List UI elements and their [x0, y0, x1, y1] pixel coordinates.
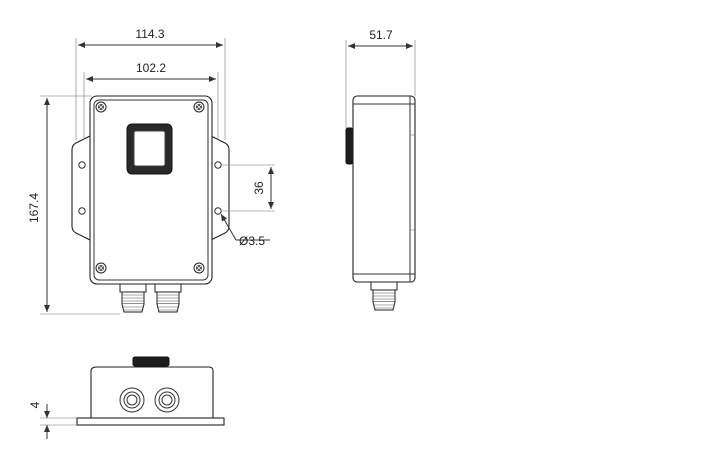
corner-screw-icon	[193, 101, 205, 113]
side-switch-tab	[345, 127, 354, 165]
dimension-hole-spacing: 36	[252, 181, 266, 195]
right-mount-hole-bottom	[214, 207, 222, 215]
bottom-gland-left	[119, 387, 145, 413]
bottom-body	[90, 366, 214, 419]
dimension-depth: 51.7	[369, 28, 393, 42]
corner-screw-icon	[95, 262, 107, 274]
dimension-inner-width: 102.2	[136, 61, 166, 75]
cable-gland-right	[154, 283, 182, 313]
switch-rocker	[133, 130, 166, 167]
right-mount-hole-top	[214, 161, 222, 169]
side-dimensions: 51.7	[345, 28, 416, 128]
left-mount-hole-top	[78, 161, 86, 169]
bottom-dimensions: 4	[28, 401, 77, 439]
left-mounting-flange	[71, 134, 93, 242]
side-cable-gland	[370, 281, 398, 311]
cable-gland-left	[119, 283, 147, 313]
bottom-view	[76, 356, 225, 426]
front-view	[71, 95, 230, 313]
side-view	[345, 95, 416, 311]
leader-hole-diameter	[220, 213, 237, 241]
corner-screw-icon	[193, 262, 205, 274]
corner-screw-icon	[95, 101, 107, 113]
dimension-height: 167.4	[27, 193, 41, 223]
front-dimensions: 114.3 102.2 167.4 36 Ø3.5	[27, 27, 275, 315]
bottom-flange	[76, 417, 225, 426]
left-mount-hole-bottom	[78, 207, 86, 215]
enclosure-outline	[89, 95, 213, 285]
dimension-overall-width: 114.3	[135, 27, 164, 41]
dimension-flange-thickness: 4	[28, 401, 42, 408]
side-body	[352, 95, 416, 283]
bottom-gland-right	[154, 387, 180, 413]
bottom-switch-cap	[132, 356, 170, 367]
enclosure-lid	[93, 99, 209, 281]
dimension-hole-diameter: Ø3.5	[239, 234, 265, 248]
